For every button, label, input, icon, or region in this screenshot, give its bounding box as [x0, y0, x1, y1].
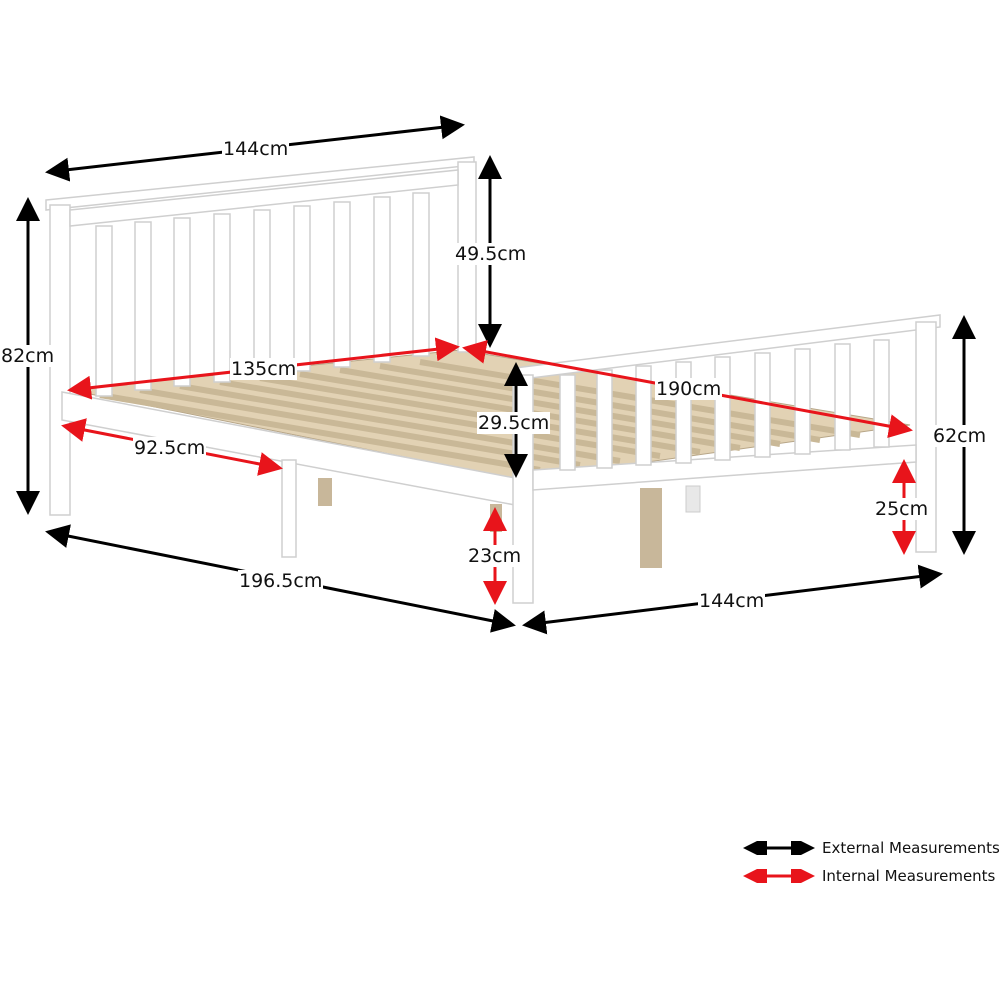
label-footboard-width: 144cm	[698, 590, 766, 612]
legend-item-internal: Internal Measurements	[742, 862, 1000, 890]
label-footboard-height: 62cm	[932, 425, 988, 447]
label-total-length: 196.5cm	[238, 570, 324, 592]
legend: External Measurements Internal Measureme…	[742, 834, 1000, 890]
label-internal-length: 190cm	[655, 378, 723, 400]
label-half-length: 92.5cm	[133, 437, 207, 459]
label-clearance-foot: 25cm	[874, 498, 930, 520]
legend-item-external: External Measurements	[742, 834, 1000, 862]
label-headboard-height: 49.5cm	[454, 243, 528, 265]
label-clearance-side: 23cm	[467, 545, 523, 567]
double-arrow-red-icon	[743, 869, 815, 883]
label-internal-width: 135cm	[230, 358, 298, 380]
double-arrow-black-icon	[743, 841, 815, 855]
label-headboard-width: 144cm	[222, 138, 290, 160]
label-side-rail-depth: 29.5cm	[477, 412, 551, 434]
label-total-height: 82cm	[0, 345, 56, 367]
